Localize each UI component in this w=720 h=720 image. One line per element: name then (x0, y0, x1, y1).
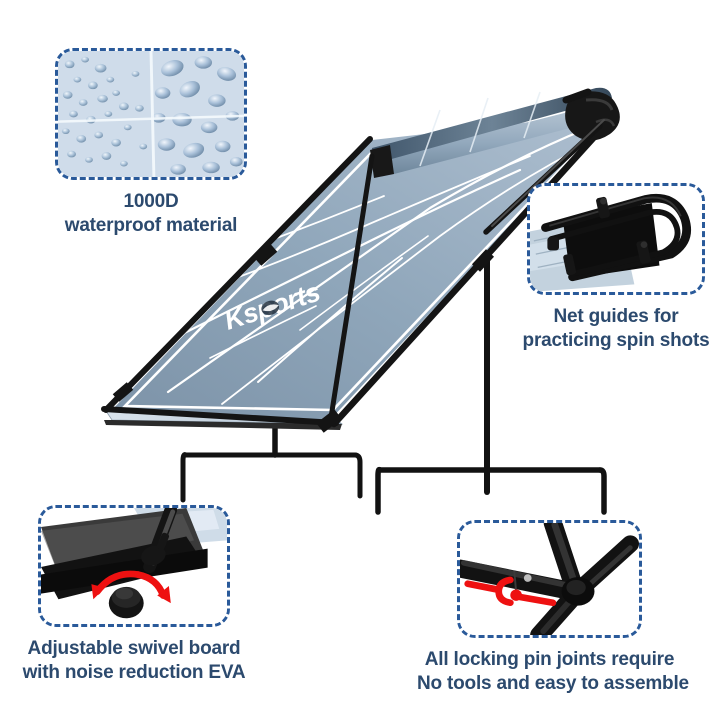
brand-logo-text: Ksports (221, 277, 324, 336)
waterproof-fabric-swatch-photo (58, 51, 244, 177)
netguides-caption-line-1: Net guides for (553, 306, 679, 327)
rotation-arrow-left-head (91, 584, 105, 600)
lockpin-photo-frame (457, 520, 642, 638)
swivel-caption: Adjustable swivel board with noise reduc… (9, 637, 259, 686)
brand-logo: Ksports (221, 277, 324, 336)
netguides-caption: Net guides for practicing spin shots (519, 305, 713, 354)
net-guide-hoop-photo (530, 186, 702, 292)
callout-net-guides: Net guides for practicing spin shots (523, 183, 713, 354)
swivel-caption-line-1: Adjustable swivel board (27, 638, 241, 659)
swivel-knob-closeup-photo (41, 508, 227, 624)
roller-end-bracket (562, 88, 620, 141)
lockpin-caption: All locking pin joints require No tools … (417, 648, 689, 697)
rotation-arrow-right-head (157, 585, 171, 604)
locking-pin-icon (464, 576, 557, 607)
netguides-caption-line-2: practicing spin shots (522, 330, 710, 352)
swivel-knob (108, 586, 144, 619)
netguides-photo-frame (527, 183, 705, 295)
lockpin-caption-line-1: All locking pin joints require (424, 649, 675, 670)
waterproof-caption-line-1: 1000D (123, 191, 179, 212)
swivel-photo-frame (38, 505, 230, 627)
callout-locking-pin: All locking pin joints require No tools … (417, 520, 689, 697)
callout-swivel-board: Adjustable swivel board with noise reduc… (23, 505, 259, 686)
callout-waterproof-material: 1000D waterproof material (55, 48, 247, 239)
top-roller-assembly (370, 87, 620, 178)
lockpin-caption-line-2: No tools and easy to assemble (417, 673, 689, 695)
base-board (103, 407, 344, 430)
swivel-caption-line-2: with noise reduction EVA (22, 662, 246, 684)
waterproof-caption-line-2: waterproof material (64, 215, 238, 237)
waterproof-caption: 1000D waterproof material (55, 190, 247, 239)
locking-pin-joint-photo (460, 523, 639, 635)
waterproof-photo-frame (55, 48, 247, 180)
